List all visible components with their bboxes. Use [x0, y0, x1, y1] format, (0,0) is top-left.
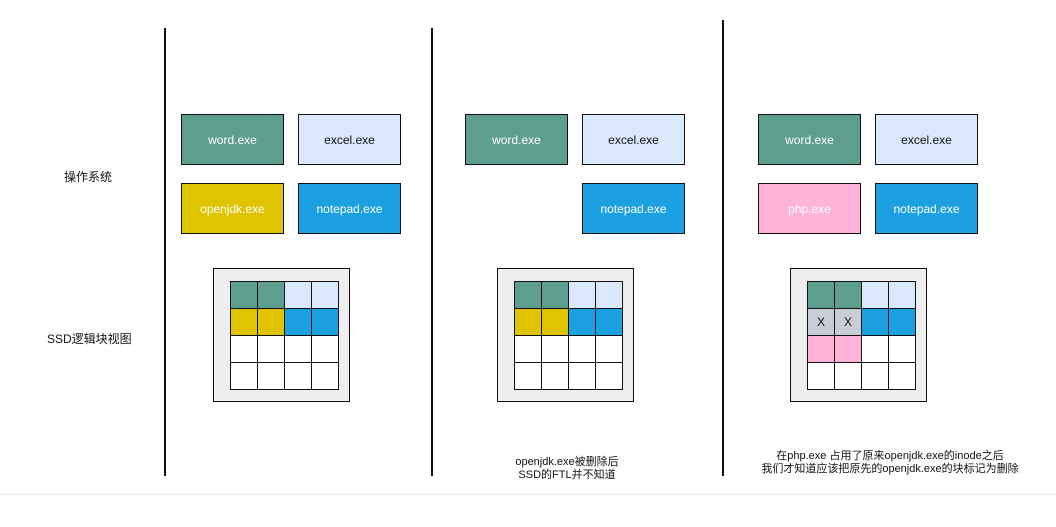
file-excel: excel.exe — [298, 114, 401, 165]
os-row-label: 操作系统 — [64, 170, 113, 184]
file-word: word.exe — [181, 114, 284, 165]
bottom-divider — [0, 494, 1056, 495]
ssd-block — [515, 336, 541, 362]
file-word: word.exe — [758, 114, 861, 165]
ssd-block — [862, 282, 888, 308]
ssd-block — [231, 336, 257, 362]
caption-line: openjdk.exe被删除后 — [515, 456, 619, 468]
caption-line: SSD的FTL并不知道 — [518, 469, 616, 481]
ssd-block — [231, 309, 257, 335]
divider-line-3 — [722, 20, 724, 476]
ssd-block — [285, 363, 311, 389]
ssd-block — [515, 309, 541, 335]
ssd-block — [596, 282, 622, 308]
ssd-block — [889, 336, 915, 362]
ssd-block — [889, 363, 915, 389]
ssd-block — [808, 336, 834, 362]
ssd-block — [312, 336, 338, 362]
ssd-block — [515, 363, 541, 389]
ssd-block — [835, 282, 861, 308]
ssd-block — [542, 282, 568, 308]
ssd-block — [312, 282, 338, 308]
ssd-block-panel — [497, 268, 634, 402]
ssd-row-label: SSD逻辑块视图 — [47, 332, 132, 346]
file-php: php.exe — [758, 183, 861, 234]
ssd-block — [542, 336, 568, 362]
ssd-block — [312, 363, 338, 389]
file-excel: excel.exe — [875, 114, 978, 165]
ssd-block — [596, 336, 622, 362]
ssd-block — [285, 309, 311, 335]
ssd-block — [515, 282, 541, 308]
ssd-block — [258, 282, 284, 308]
ssd-block — [312, 309, 338, 335]
file-word: word.exe — [465, 114, 568, 165]
file-notepad: notepad.exe — [298, 183, 401, 234]
file-openjdk: openjdk.exe — [181, 183, 284, 234]
file-notepad: notepad.exe — [875, 183, 978, 234]
ssd-block — [808, 363, 834, 389]
ssd-block — [569, 282, 595, 308]
ssd-block-grid — [230, 281, 339, 390]
caption-panel-2: openjdk.exe被删除后 SSD的FTL并不知道 — [482, 456, 652, 482]
ssd-block — [258, 363, 284, 389]
ssd-block — [596, 363, 622, 389]
ssd-block — [569, 309, 595, 335]
ssd-block — [231, 363, 257, 389]
ssd-block — [231, 282, 257, 308]
ssd-block — [542, 363, 568, 389]
ssd-block-grid — [514, 281, 623, 390]
ssd-block — [862, 363, 888, 389]
ssd-block — [835, 336, 861, 362]
caption-line: 在php.exe 占用了原来openjdk.exe的inode之后 — [776, 450, 1004, 462]
ssd-block — [889, 309, 915, 335]
ssd-block — [596, 309, 622, 335]
ssd-block-marked: X — [808, 309, 834, 335]
ssd-block — [542, 309, 568, 335]
ssd-block — [862, 309, 888, 335]
ssd-block — [569, 363, 595, 389]
caption-panel-3: 在php.exe 占用了原来openjdk.exe的inode之后 我们才知道应… — [730, 450, 1050, 476]
ssd-block — [258, 309, 284, 335]
ssd-block — [285, 282, 311, 308]
ssd-block — [258, 336, 284, 362]
ssd-block — [835, 363, 861, 389]
ssd-block — [808, 282, 834, 308]
divider-line-2 — [431, 28, 433, 476]
file-excel: excel.exe — [582, 114, 685, 165]
ssd-block — [569, 336, 595, 362]
ssd-block — [889, 282, 915, 308]
caption-line: 我们才知道应该把原先的openjdk.exe的块标记为删除 — [761, 463, 1019, 475]
divider-line-1 — [164, 28, 166, 476]
ssd-block-panel — [213, 268, 350, 402]
file-notepad: notepad.exe — [582, 183, 685, 234]
ssd-block — [285, 336, 311, 362]
ssd-block — [862, 336, 888, 362]
ssd-block-marked: X — [835, 309, 861, 335]
